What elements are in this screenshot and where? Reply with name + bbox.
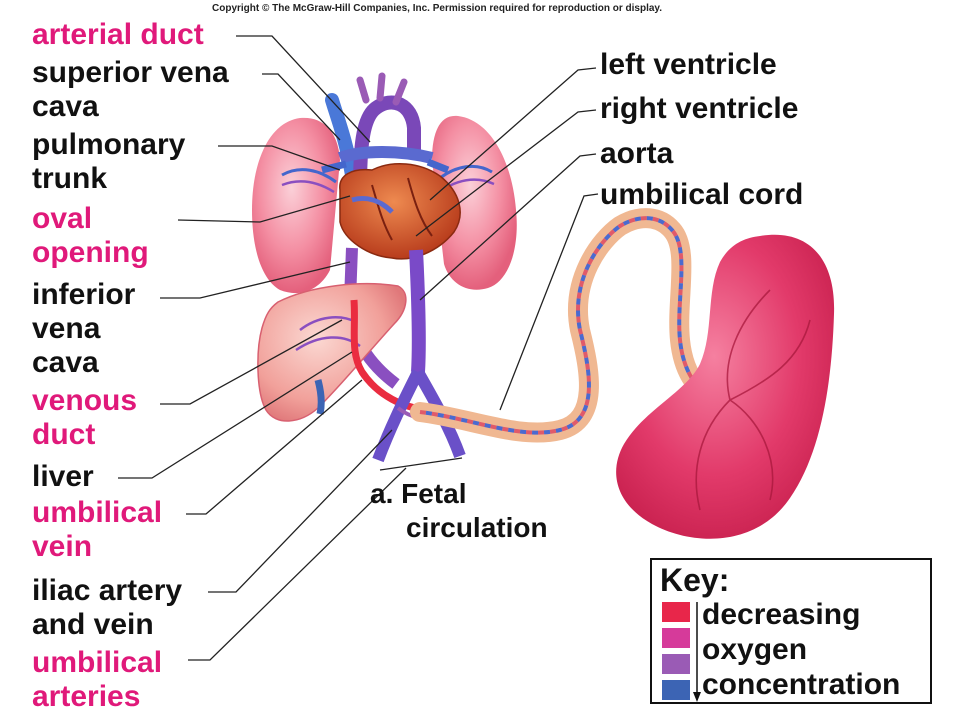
liver-organ [257,282,407,422]
label-venous-duct-line2: duct [32,418,96,451]
placenta [616,234,835,539]
pulmonary-trunk-vessel [337,146,434,164]
key-swatch-purple [662,654,690,674]
leader-lines [118,35,599,661]
label-oval-opening-line2: opening [32,236,149,269]
label-inferior-vena-cava-line3: cava [32,346,99,379]
label-venous-duct-line1: venous [32,384,138,417]
label-pulmonary-trunk-line2: trunk [32,162,107,195]
label-left-ventricle: left ventricle [600,48,777,81]
label-superior-vena-cava-line1: superior vena [32,56,229,89]
copyright-notice: Copyright © The McGraw-Hill Companies, I… [212,3,663,14]
heart [339,163,461,260]
label-umbilical-cord: umbilical cord [600,178,804,211]
key-swatch-red [662,602,690,622]
label-oval-opening-line1: oval [32,202,93,235]
label-right-ventricle: right ventricle [600,92,799,125]
label-umbilical-arteries-line2: arteries [32,680,141,713]
label-umbilical-vein-line1: umbilical [32,496,163,529]
key-title: Key: [660,562,730,598]
caption-line2: circulation [406,512,548,543]
key-line-decreasing: decreasing [702,598,861,631]
label-aorta: aorta [600,137,674,170]
label-liver: liver [32,460,94,493]
key-swatch-blue [662,680,690,700]
label-iliac-line1: iliac artery [32,574,183,607]
label-umbilical-vein-line2: vein [32,530,93,563]
key-arrow-icon [693,602,701,702]
label-arterial-duct: arterial duct [32,18,204,51]
right-lung [432,115,517,290]
left-lung [252,117,340,294]
label-umbilical-arteries-line1: umbilical [32,646,163,679]
descending-aorta [409,249,426,373]
key-swatch-magenta [662,628,690,648]
label-iliac-line2: and vein [32,608,154,641]
label-inferior-vena-cava-line2: vena [32,312,101,345]
caption-line1: a. Fetal [370,478,467,509]
label-superior-vena-cava-line2: cava [32,90,99,123]
label-inferior-vena-cava-line1: inferior [32,278,136,311]
key-line-concentration: concentration [702,668,901,701]
label-pulmonary-trunk-line1: pulmonary [32,128,186,161]
legend-key: Key: decreasing oxygen concentration [650,558,932,704]
key-line-oxygen: oxygen [702,633,808,666]
superior-vena-cava-vessel [325,93,359,182]
